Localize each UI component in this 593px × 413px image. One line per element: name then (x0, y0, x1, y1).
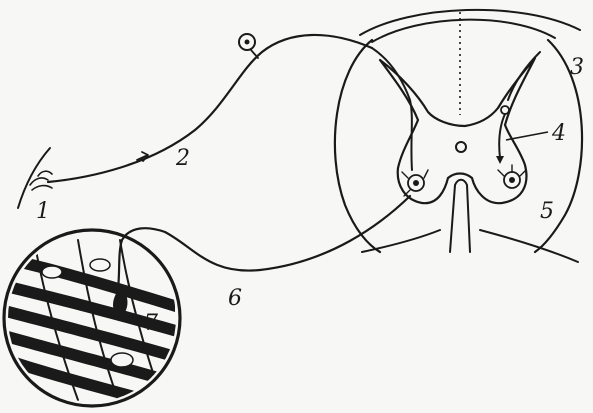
label-4-leader (506, 132, 548, 140)
central-canal (456, 142, 466, 152)
ganglion-stalk (251, 50, 258, 58)
meninx-top-inner (372, 20, 555, 42)
motor-neuron-nucleus-right (509, 177, 515, 183)
afferent-nerve-fiber (48, 35, 372, 182)
sensory-pathway (18, 34, 372, 208)
label-1: 1 (36, 199, 50, 224)
ganglion-nucleus (245, 40, 250, 45)
label-5: 5 (540, 199, 554, 224)
motor-neuron-nucleus-left (413, 180, 419, 186)
receptor-endings (30, 171, 52, 190)
muscle-nucleus (111, 353, 133, 367)
afferent-entry-fiber (372, 48, 412, 170)
interneuron-body-upper (501, 106, 509, 114)
interneuron-synapse (496, 156, 504, 164)
label-7: 7 (144, 311, 158, 336)
muscle-nucleus (90, 259, 110, 271)
muscle-nucleus (42, 266, 62, 278)
cord-bottom-left (362, 230, 440, 252)
label-2: 2 (175, 146, 190, 171)
label-6: 6 (228, 286, 242, 311)
label-3: 3 (570, 55, 584, 80)
efferent-nerve-fiber (118, 196, 410, 290)
cord-outline-left (335, 40, 380, 252)
label-4: 4 (551, 121, 566, 146)
cord-bottom-right (480, 230, 578, 262)
motor-neuron-dendrites-right (498, 165, 526, 176)
interneuron-fiber (499, 114, 505, 158)
anterior-fissure (450, 180, 470, 252)
